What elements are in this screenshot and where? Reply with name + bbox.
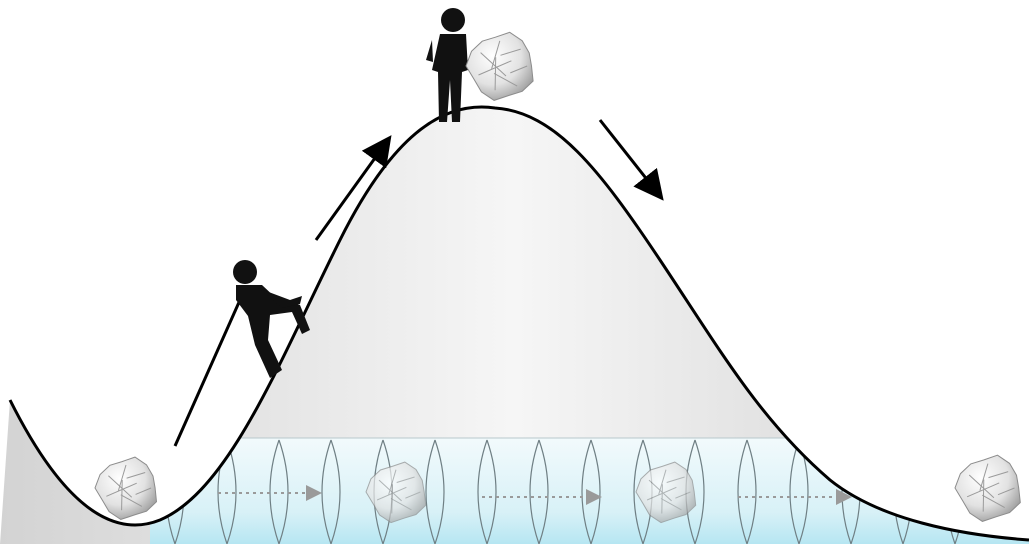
tunnel-dotted-arrows [218,485,852,505]
energy-barrier-curve [8,105,1029,542]
paper-ball-in-tunnel-1 [365,461,427,524]
tunnel-arc [538,439,549,544]
tunnel-arc [269,439,280,544]
tunnel-arc [581,439,592,544]
tunnel-arc [321,439,332,544]
standing-figure-at-peak [426,8,468,122]
tunnel-arc [737,439,748,544]
tunnel-arc [278,439,289,544]
uphill-arrow [314,135,392,241]
tunnel-arc [746,439,757,544]
climber-figure [233,260,310,378]
tunnel-arc [477,439,488,544]
tunnel-arc [694,439,705,544]
tunnel-arc [434,439,445,544]
tunnel-arc [633,439,644,544]
tunnel-arc [486,439,497,544]
walking-stick [173,299,242,447]
downhill-arrow [598,119,664,201]
paper-ball-in-tunnel-2 [635,461,697,524]
tunnel-arc [529,439,540,544]
tunnel-region [150,437,1029,544]
tunnel-arc [425,439,436,544]
tunnel-arc [789,439,800,544]
tunnel-arc [330,439,341,544]
paper-ball-at-peak [465,31,534,101]
paper-balls [94,31,1021,524]
paper-ball-left-well [94,456,158,521]
paper-ball-right-end [954,454,1021,522]
